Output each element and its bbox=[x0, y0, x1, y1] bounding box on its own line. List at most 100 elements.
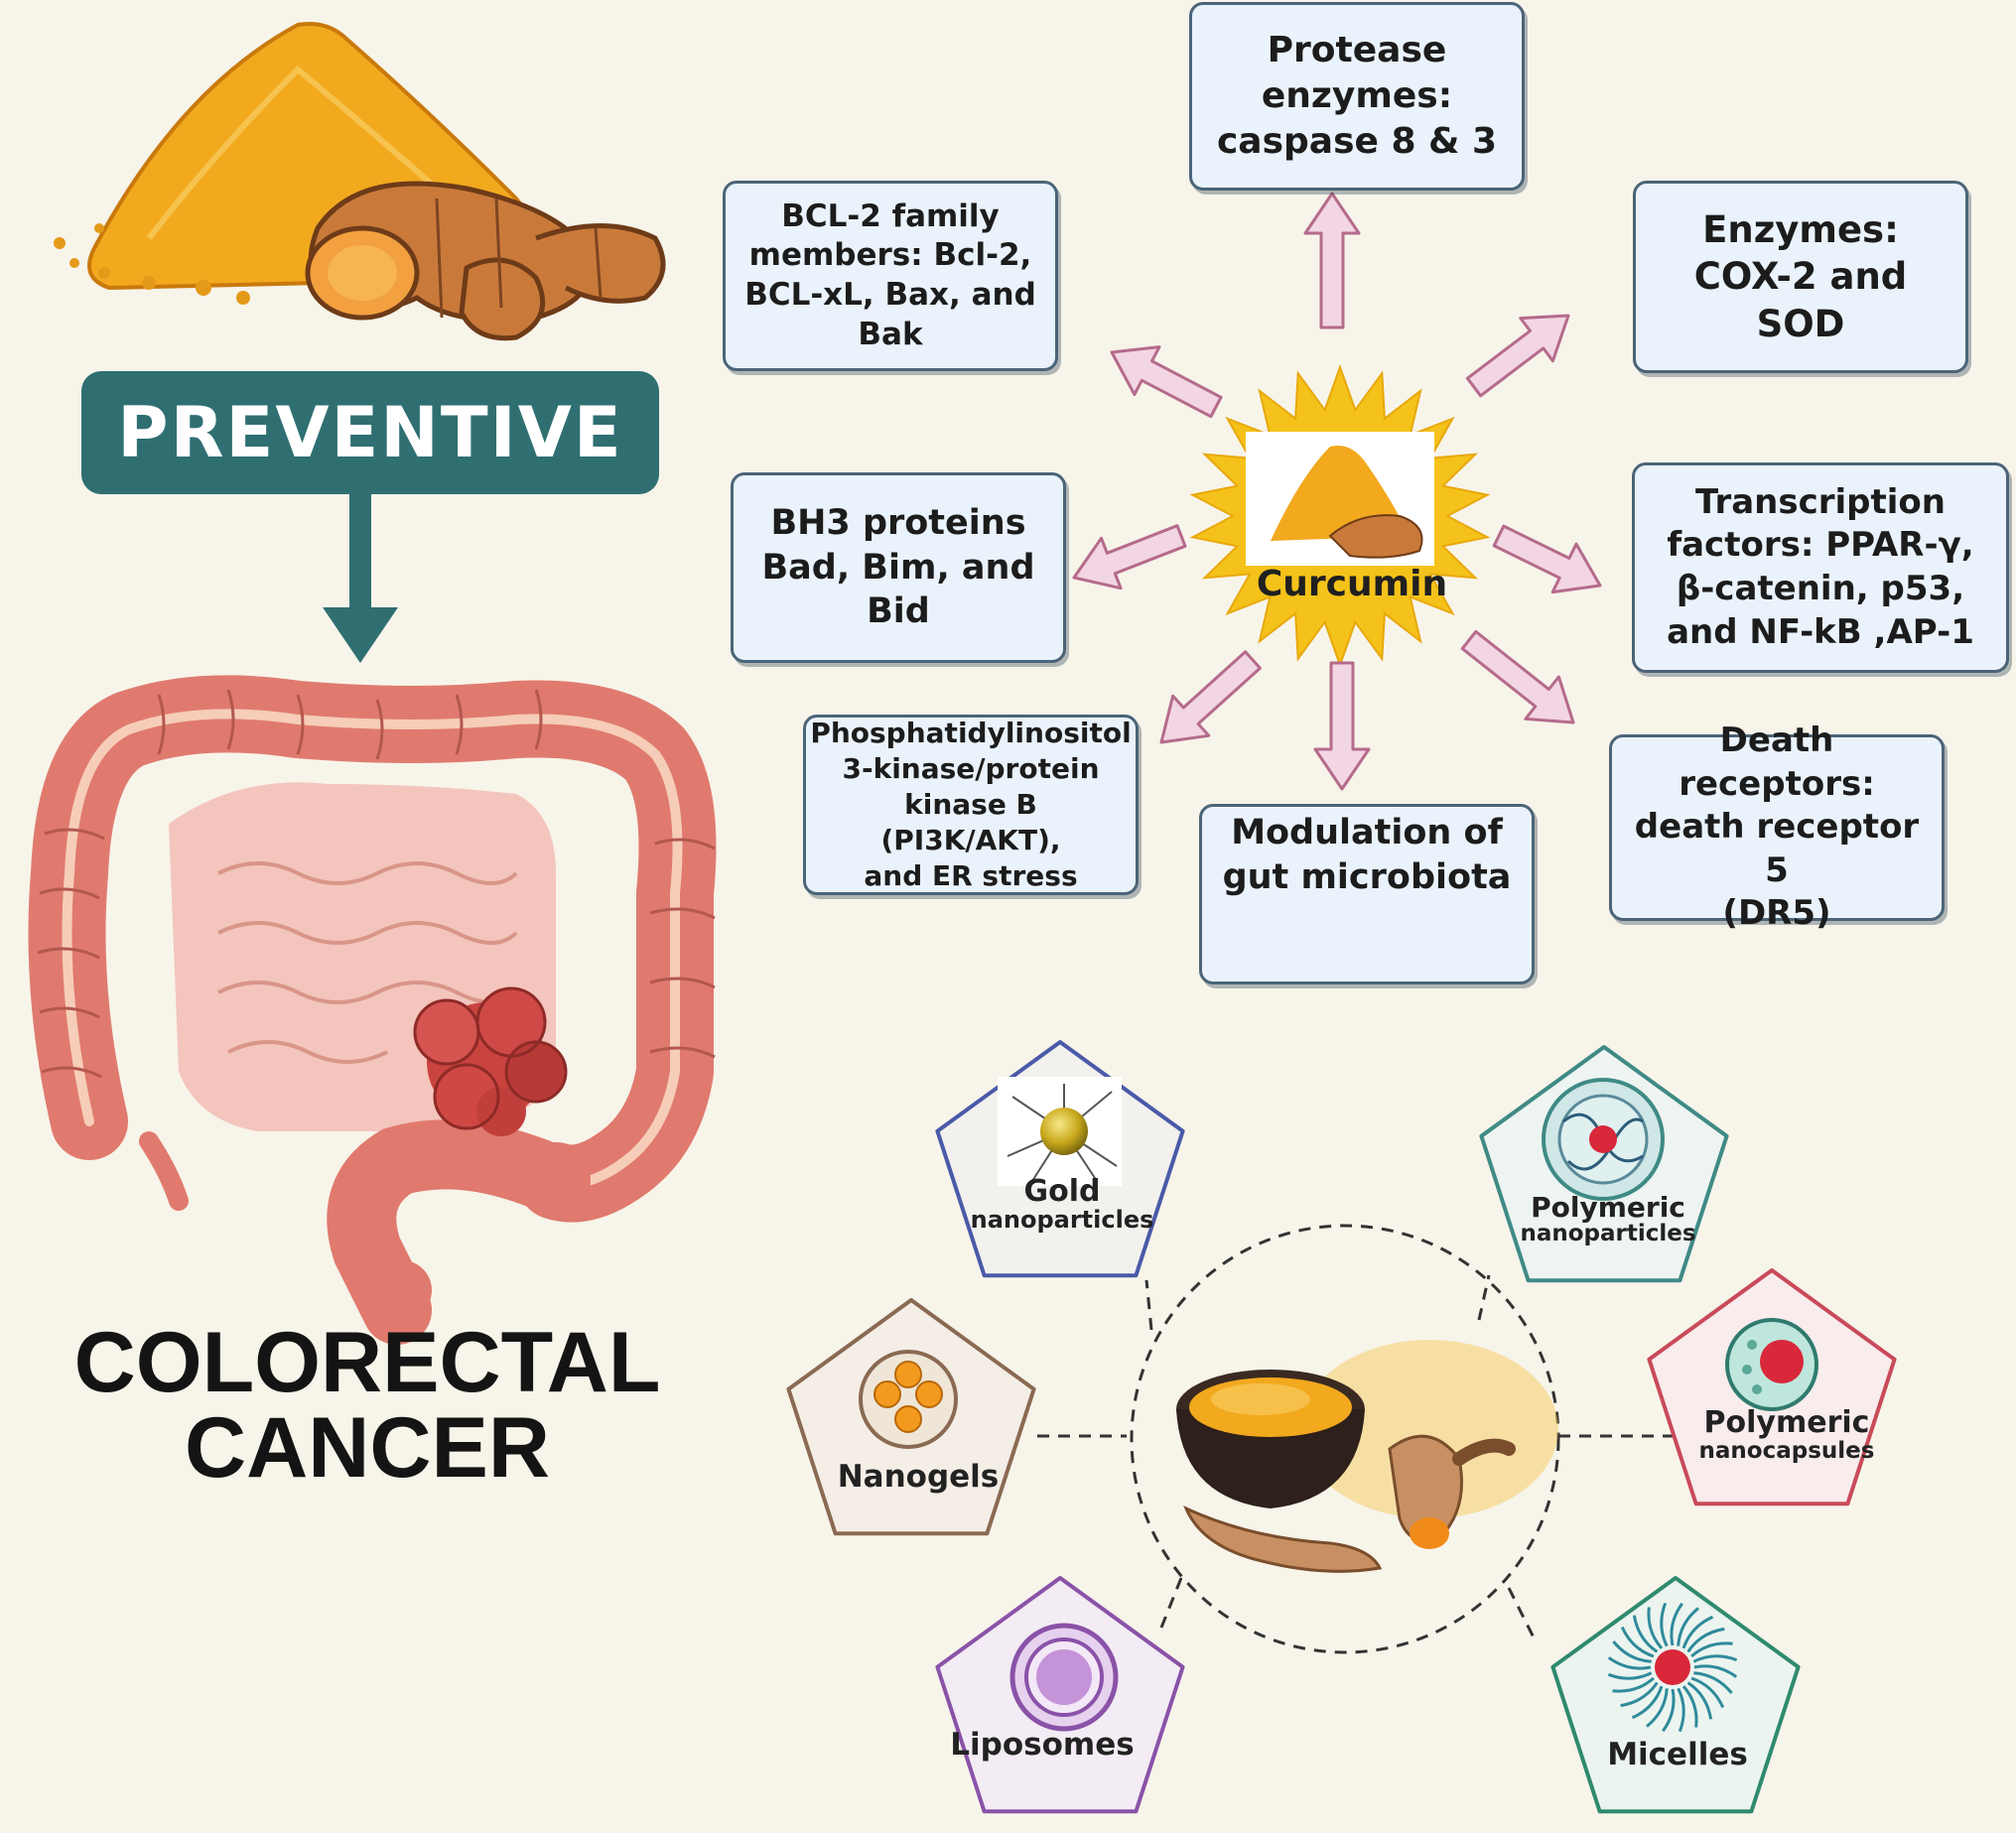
colon-illustration bbox=[28, 675, 717, 1345]
micelle-tail bbox=[1612, 1676, 1655, 1693]
death-line3: (DR5) bbox=[1722, 893, 1831, 934]
pnp-label-line1: Polymeric bbox=[1531, 1191, 1685, 1224]
micelles-label: Micelles bbox=[1583, 1739, 1772, 1771]
transcription-line1: Transcription bbox=[1694, 481, 1946, 522]
bh3-line1: BH3 proteins bbox=[770, 502, 1026, 543]
bcl2-family-box: BCL-2 family members: Bcl-2, BCL-xL, Bax… bbox=[723, 181, 1058, 371]
cancer-title-line2: CANCER bbox=[185, 1400, 550, 1496]
polymeric-nanoparticles-label: Polymeric nanoparticles bbox=[1514, 1193, 1702, 1246]
micelle-tail bbox=[1670, 1602, 1683, 1646]
protease-enzymes-box: Protease enzymes: caspase 8 & 3 bbox=[1189, 2, 1525, 191]
bcl2-line4: Bak bbox=[858, 316, 923, 352]
transcription-line4: and NF-kB ,AP-1 bbox=[1667, 611, 1974, 652]
micelle-tail bbox=[1686, 1627, 1725, 1653]
enzymes-line1: Enzymes: bbox=[1702, 207, 1899, 251]
nanogels-label: Nanogels bbox=[824, 1461, 1012, 1494]
micelles-label-line1: Micelles bbox=[1607, 1737, 1748, 1772]
connector-lines bbox=[1037, 1274, 1678, 1638]
sunburst-icon bbox=[1189, 364, 1491, 668]
nanogel-icon bbox=[859, 1350, 958, 1449]
tumor-icon bbox=[413, 986, 568, 1136]
micelle-tail bbox=[1677, 1687, 1685, 1733]
turmeric-root-icon bbox=[305, 181, 666, 341]
gut-microbiota-box: Modulation of gut microbiota bbox=[1199, 804, 1535, 984]
gold-nanoparticles-label: Gold nanoparticles bbox=[968, 1176, 1156, 1233]
micelle-tail bbox=[1662, 1688, 1676, 1733]
pi3k-akt-box: Phosphatidylinositol 3-kinase/protein ki… bbox=[803, 715, 1139, 895]
micelle-tail bbox=[1607, 1656, 1652, 1670]
protease-line2: enzymes: bbox=[1261, 74, 1453, 116]
transcription-line2: factors: PPAR-γ, bbox=[1667, 525, 1974, 566]
micelle-tail bbox=[1693, 1664, 1738, 1678]
cancer-title: COLORECTAL CANCER bbox=[60, 1320, 675, 1491]
micelle-tail bbox=[1686, 1681, 1713, 1720]
micelle-tail bbox=[1690, 1641, 1733, 1658]
micelle-tail bbox=[1681, 1685, 1698, 1728]
arrow-to-bcl2 bbox=[1110, 345, 1223, 419]
micelle-tail bbox=[1620, 1681, 1659, 1708]
arrow-to-transcription bbox=[1492, 524, 1602, 594]
down-arrow-icon bbox=[323, 494, 398, 663]
cancer-title-line1: COLORECTAL bbox=[73, 1315, 661, 1410]
curcumin-label: Curcumin bbox=[1256, 564, 1448, 604]
bh3-proteins-box: BH3 proteins Bad, Bim, and Bid bbox=[731, 472, 1066, 663]
bh3-line2: Bad, Bim, and bbox=[761, 547, 1035, 588]
micelle-core bbox=[1655, 1649, 1690, 1685]
enzymes-box: Enzymes: COX-2 and SOD bbox=[1633, 181, 1968, 373]
preventive-banner: PREVENTIVE bbox=[81, 371, 659, 494]
death-line2: death receptor 5 bbox=[1634, 807, 1920, 890]
arrow-to-bh3 bbox=[1072, 524, 1187, 590]
central-circle bbox=[1130, 1224, 1560, 1654]
micelle-tail bbox=[1612, 1640, 1652, 1663]
curcumin-bowl-icon bbox=[1176, 1340, 1558, 1573]
bcl2-line2: members: Bcl-2, bbox=[748, 237, 1032, 274]
pi3k-line4: and ER stress bbox=[864, 858, 1078, 892]
micelle-tail bbox=[1620, 1626, 1655, 1658]
micelle-tail bbox=[1677, 1607, 1699, 1646]
liposomes-label: Liposomes bbox=[943, 1729, 1142, 1762]
micelle-tail bbox=[1647, 1607, 1664, 1649]
pi3k-line3: kinase B (PI3K/AKT), bbox=[880, 788, 1061, 856]
gold-label-line1: Gold bbox=[1023, 1174, 1101, 1209]
arrow-to-enzymes bbox=[1465, 314, 1570, 398]
micelle-tail bbox=[1646, 1688, 1669, 1728]
protease-line1: Protease bbox=[1267, 29, 1447, 70]
micelle-icon bbox=[1607, 1602, 1738, 1733]
arrow-to-death bbox=[1460, 629, 1575, 724]
nanocapsule-icon bbox=[1725, 1318, 1818, 1411]
micelle-tail bbox=[1607, 1671, 1653, 1680]
pnc-label-line2: nanocapsules bbox=[1698, 1437, 1875, 1464]
gold-label-line2: nanoparticles bbox=[970, 1205, 1154, 1234]
polymeric-nanocapsules-label: Polymeric nanocapsules bbox=[1687, 1407, 1886, 1463]
pi3k-line1: Phosphatidylinositol bbox=[810, 717, 1132, 750]
bh3-line3: Bid bbox=[867, 591, 930, 632]
liposomes-label-line1: Liposomes bbox=[950, 1727, 1135, 1763]
arrow-to-gut bbox=[1313, 661, 1371, 791]
death-receptors-box: Death receptors: death receptor 5 (DR5) bbox=[1609, 720, 1945, 933]
pnp-label-line2: nanoparticles bbox=[1520, 1221, 1696, 1247]
death-line1: Death receptors: bbox=[1679, 720, 1875, 804]
arrow-to-pi3k bbox=[1159, 650, 1262, 744]
pi3k-line2: 3-kinase/protein bbox=[842, 752, 1100, 786]
bcl2-line3: BCL-xL, Bax, and bbox=[744, 277, 1036, 313]
protease-line3: caspase 8 & 3 bbox=[1216, 121, 1498, 163]
gold-nanoparticle-icon bbox=[998, 1077, 1122, 1186]
micelle-tail bbox=[1690, 1676, 1725, 1709]
gut-line1: Modulation of bbox=[1231, 813, 1503, 852]
arrow-to-protease bbox=[1303, 192, 1361, 329]
micelle-tail bbox=[1692, 1654, 1738, 1663]
micelles-pentagon bbox=[1550, 1576, 1801, 1814]
liposome-icon bbox=[1009, 1623, 1119, 1732]
nanogels-label-line1: Nanogels bbox=[837, 1459, 1000, 1495]
enzymes-line2: COX-2 and SOD bbox=[1693, 255, 1908, 345]
transcription-line3: β-catenin, p53, bbox=[1676, 569, 1965, 608]
micelle-tail bbox=[1631, 1685, 1664, 1720]
transcription-factors-box: Transcription factors: PPAR-γ, β-catenin… bbox=[1632, 462, 2009, 673]
pnc-label-line1: Polymeric bbox=[1703, 1405, 1870, 1440]
micelle-tail bbox=[1632, 1615, 1659, 1653]
micelle-tail bbox=[1681, 1615, 1714, 1649]
micelle-tail bbox=[1660, 1602, 1669, 1647]
target-arrows bbox=[1072, 192, 1602, 791]
